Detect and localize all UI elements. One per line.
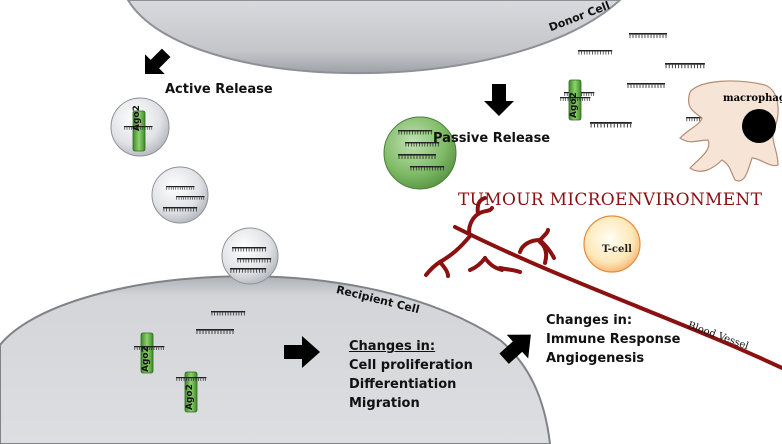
recipient-cell xyxy=(0,275,552,444)
passive-vesicle xyxy=(383,116,457,190)
recipient-change-item: Cell proliferation xyxy=(349,358,473,373)
vesicle-rna xyxy=(151,166,209,224)
recipient-changes: Changes in: Cell proliferation Different… xyxy=(349,337,473,413)
macrophage xyxy=(679,80,779,182)
vesicle-fusing xyxy=(221,227,279,285)
ago2-label: Ago2 xyxy=(569,92,579,118)
ago2-label: Ago2 xyxy=(185,384,195,410)
microenvironment-change-item: Immune Response xyxy=(546,332,681,347)
active-release-arrow xyxy=(144,48,171,75)
t-cell-label: T-cell xyxy=(602,244,632,255)
passive-release-arrow xyxy=(484,84,514,116)
ago2-label: Ago2 xyxy=(141,346,151,372)
blood-vessel xyxy=(424,196,782,370)
microenvironment-changes: Changes in: Immune Response Angiogenesis xyxy=(546,311,680,368)
microenvironment-change-item: Angiogenesis xyxy=(546,351,645,366)
active-release-label: Active Release xyxy=(165,82,273,97)
microenvironment-arrow xyxy=(499,334,531,364)
recipient-change-item: Migration xyxy=(349,396,420,411)
microenvironment-changes-heading: Changes in: xyxy=(546,313,633,328)
ago2-label: Ago2 xyxy=(132,105,142,131)
vesicle-ago2 xyxy=(110,97,170,157)
t-cell xyxy=(583,215,641,273)
donor-cell xyxy=(126,0,622,75)
recipient-changes-heading: Changes in: xyxy=(349,339,436,354)
recipient-change-item: Differentiation xyxy=(349,377,457,392)
passive-release-label: Passive Release xyxy=(433,131,551,146)
changes-arrow xyxy=(284,336,320,368)
microenvironment-title: TUMOUR MICROENVIRONMENT xyxy=(458,190,763,210)
macrophage-label: macrophage xyxy=(723,93,782,104)
